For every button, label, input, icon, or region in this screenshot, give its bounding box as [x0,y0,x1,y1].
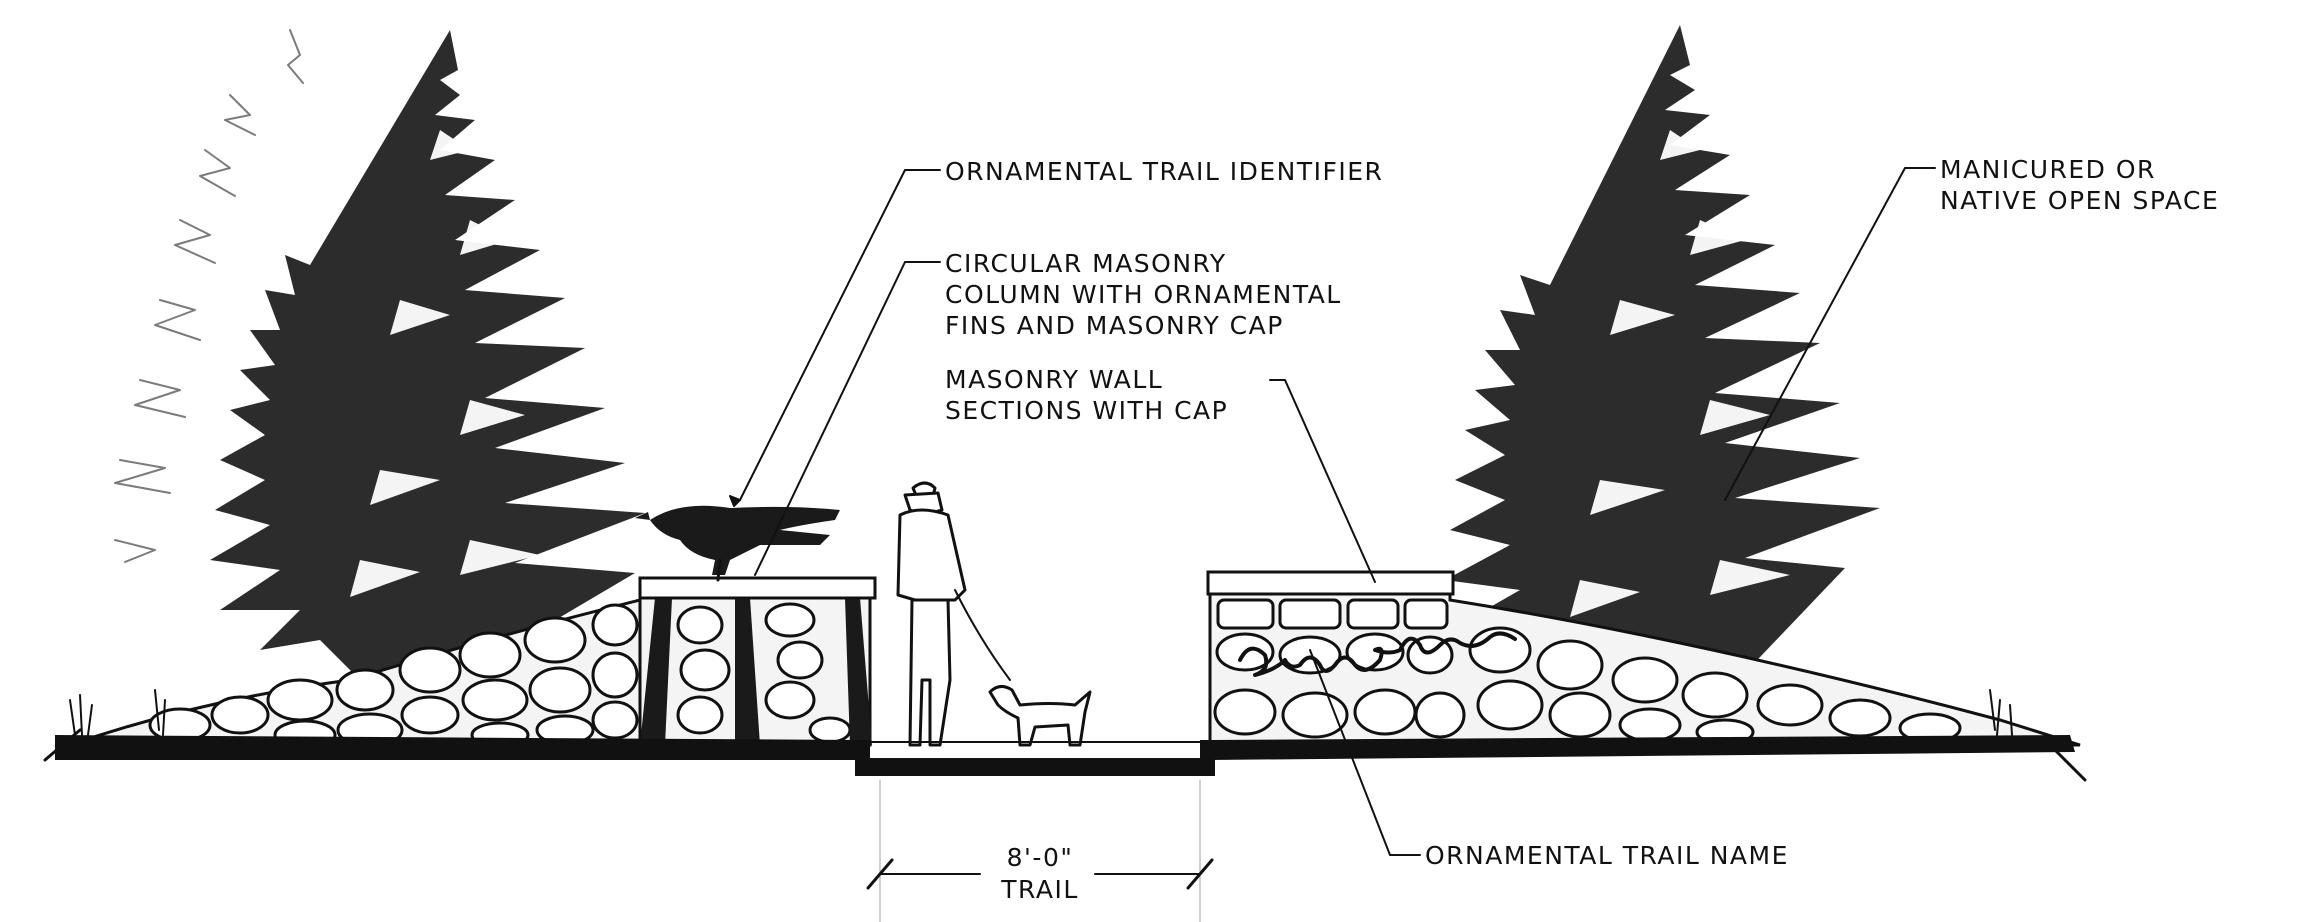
evergreen-tree-left [210,30,645,700]
callout-masonry-wall-line-1: MASONRY WALL [945,365,1163,394]
column-fin [845,598,872,745]
column-fin [735,598,760,745]
background-tree-sketch [114,29,304,563]
callout-open-space-line-1: MANICURED OR [1940,155,2156,184]
dimension-label: TRAIL [1000,875,1079,904]
leader-lines [729,167,1936,856]
callout-open-space-line-2: NATIVE OPEN SPACE [1940,186,2219,215]
callout-trail-name: ORNAMENTAL TRAIL NAME [1425,841,1789,870]
callout-masonry-column: CIRCULAR MASONRY COLUMN WITH ORNAMENTAL … [945,249,1342,340]
bird-sculpture-icon [635,505,840,582]
callout-masonry-wall: MASONRY WALL SECTIONS WITH CAP [945,365,1228,425]
trail-name-script [1238,631,1517,677]
callout-masonry-column-line-2: COLUMN WITH ORNAMENTAL [945,280,1342,309]
callout-masonry-wall-line-2: SECTIONS WITH CAP [945,396,1228,425]
pedestrian-icon [896,481,1011,747]
callout-masonry-column-line-3: FINS AND MASONRY CAP [945,311,1284,340]
callout-trail-identifier: ORNAMENTAL TRAIL IDENTIFIER [945,157,1383,186]
masonry-wall-right [1206,570,2081,747]
grass-tuft-icon [69,689,2013,736]
callout-open-space: MANICURED OR NATIVE OPEN SPACE [1940,155,2219,215]
trail-surface [855,758,1215,776]
column-fin [640,598,672,745]
ground-line [43,728,2087,782]
callout-masonry-column-line-1: CIRCULAR MASONRY [945,249,1227,278]
dog-icon [988,685,1092,747]
evergreen-tree-right [1445,25,1880,720]
wall-cap [1206,570,1455,596]
dimension-value: 8'-0" [1007,843,1074,872]
masonry-column [638,576,877,747]
trail-width-dimension: 8'-0" TRAIL [866,779,1214,922]
column-cap [638,576,877,600]
